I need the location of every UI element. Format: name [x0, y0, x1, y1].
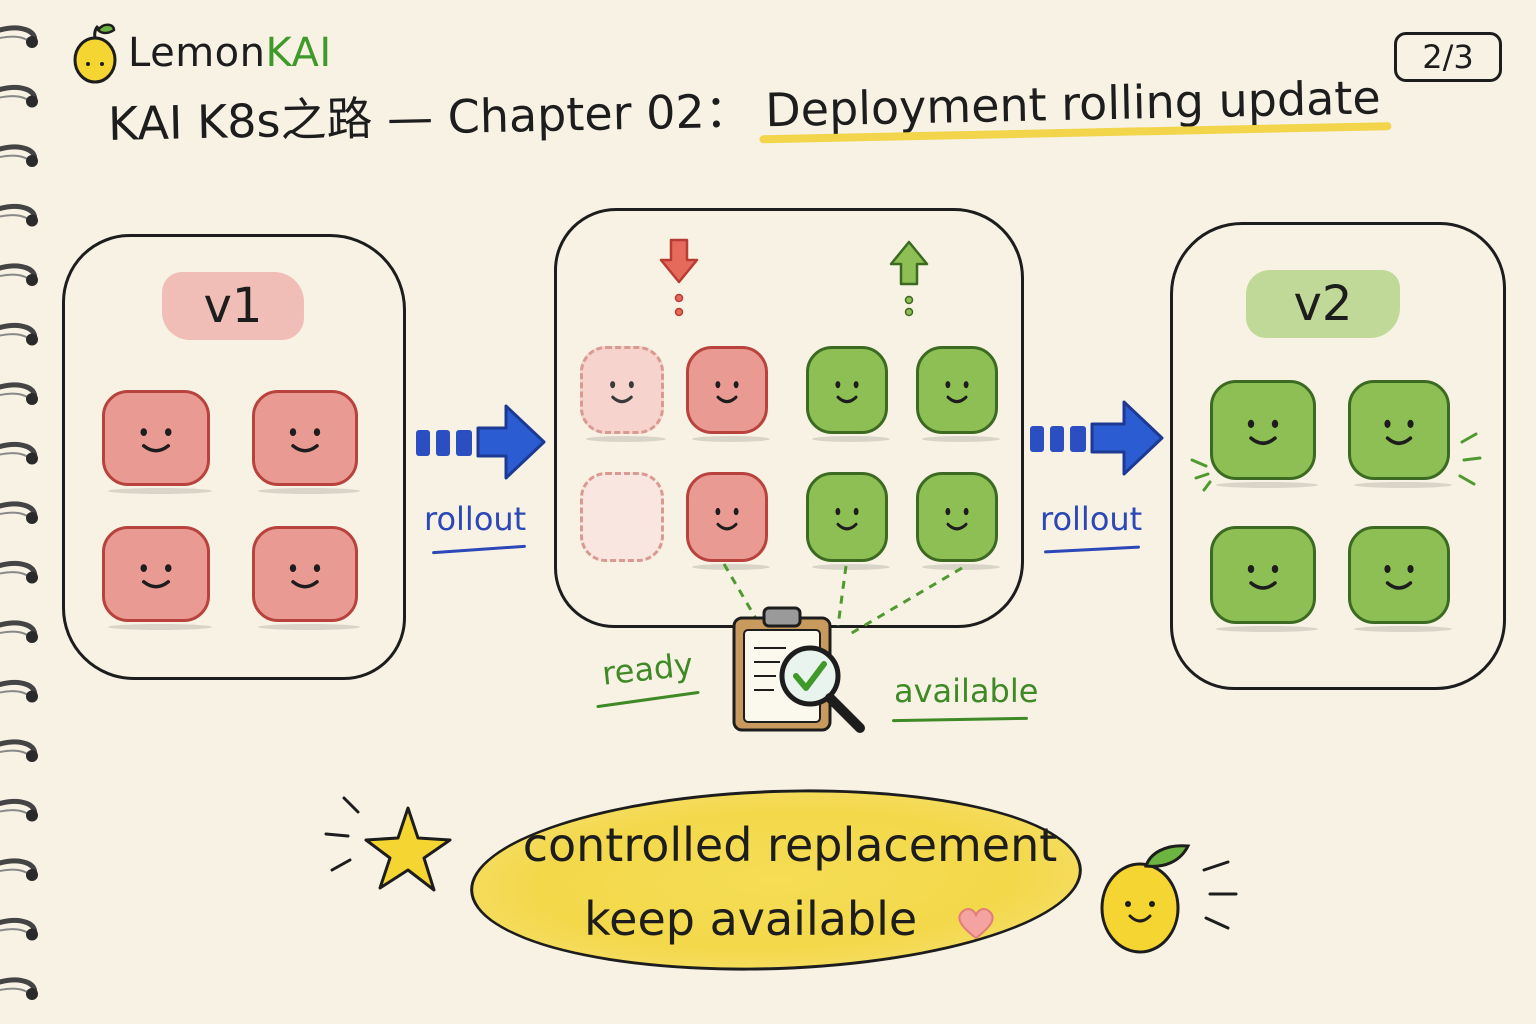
pod-shadow [812, 436, 890, 442]
spiral-ring [0, 382, 38, 405]
smiley-face-icon [1384, 565, 1414, 590]
spiral-ring [0, 977, 38, 1000]
up-arrow-icon [889, 240, 929, 317]
v2-pod [1210, 380, 1316, 480]
smiley-face-icon [1247, 419, 1279, 446]
notebook-spiral [0, 25, 38, 1000]
pod-shadow [258, 624, 360, 630]
smiley-face-icon [1384, 419, 1414, 446]
v1-pod [252, 526, 358, 622]
v2-pod [806, 346, 888, 434]
pod-shadow [258, 488, 360, 494]
pod-shadow [812, 564, 890, 570]
pod-shadow [108, 624, 212, 630]
summary-line-1: controlled replacement [522, 818, 1058, 872]
spiral-ring [0, 739, 38, 762]
smiley-face-icon [715, 507, 739, 531]
smiley-face-icon [945, 507, 969, 531]
smiley-face-icon [715, 381, 739, 404]
brand-name: LemonKAI [128, 30, 332, 76]
available-label: available [894, 672, 1039, 710]
spiral-ring [0, 858, 38, 881]
summary-line-2: keep available [470, 882, 1110, 956]
v2-pod [806, 472, 888, 562]
v1-pod [686, 346, 768, 434]
pod-shadow [108, 488, 212, 494]
v1-pod [686, 472, 768, 562]
pod-shadow [692, 436, 770, 442]
spiral-ring [0, 25, 38, 48]
smiley-face-icon [289, 428, 321, 453]
spiral-ring [0, 144, 38, 167]
summary-text: controlled replacement keep available [470, 808, 1110, 956]
panel-v2 [1170, 222, 1506, 690]
panel-v1 [62, 234, 406, 680]
removed-pod-slot [580, 472, 664, 562]
terminating-pod [580, 346, 664, 434]
clipboard-magnifier-icon [732, 606, 865, 733]
v1-pod [252, 390, 358, 486]
smiley-face-icon [835, 507, 859, 531]
lemon-icon [73, 23, 117, 84]
rollout-underline-left [432, 544, 526, 555]
pod-shadow [1216, 482, 1318, 488]
v2-pod [1348, 380, 1450, 480]
brand-name-part1: Lemon [128, 30, 266, 76]
spiral-ring [0, 441, 38, 465]
summary-line-2-text: keep available [584, 892, 918, 946]
brand-name-part2: KAI [265, 30, 332, 76]
v1-pod [102, 526, 210, 622]
title-prefix: KAI K8s之路 — Chapter 02： [107, 83, 752, 151]
pod-shadow [692, 564, 770, 570]
sparkle-marks [1190, 432, 1482, 492]
smiley-face-icon [140, 428, 172, 453]
title-highlight: Deployment rolling update [764, 70, 1382, 138]
smiley-face-icon [610, 381, 634, 404]
star-icon [324, 796, 452, 892]
spiral-ring [0, 263, 38, 286]
smiley-face-icon [289, 564, 321, 589]
heart-icon [958, 907, 994, 939]
version-label-v2: v2 [1246, 270, 1400, 338]
version-label-v1: v1 [162, 272, 304, 340]
spiral-ring [0, 322, 38, 346]
smiley-face-icon [835, 381, 859, 404]
pod-shadow [1216, 626, 1318, 632]
down-arrow-icon [659, 238, 699, 317]
spiral-ring [0, 798, 38, 822]
spiral-ring [0, 203, 38, 227]
spiral-ring [0, 917, 38, 941]
v2-pod [1348, 526, 1450, 624]
rollout-label-left: rollout [424, 500, 527, 538]
spiral-ring [0, 679, 38, 703]
smiley-face-icon [140, 564, 172, 589]
check-connector-lines [722, 563, 963, 636]
pod-shadow [1354, 626, 1452, 632]
lemon-mascot-icon [1100, 844, 1238, 954]
v2-pod [916, 472, 998, 562]
spiral-ring [0, 84, 38, 108]
pod-shadow [586, 436, 666, 442]
rollout-arrow-left [416, 404, 546, 480]
rollout-label-right: rollout [1040, 500, 1143, 538]
rollout-underline-right [1043, 545, 1141, 554]
ready-underline [596, 690, 700, 709]
smiley-face-icon [945, 381, 969, 404]
brand: LemonKAI [70, 20, 332, 86]
v2-pod [1210, 526, 1316, 624]
rollout-arrow-right [1030, 400, 1164, 476]
spiral-ring [0, 620, 38, 643]
v1-pod [102, 390, 210, 486]
smiley-face-icon [1247, 565, 1279, 590]
page-indicator: 2/3 [1394, 32, 1502, 82]
ready-label: ready [600, 645, 695, 693]
pod-shadow [1354, 482, 1452, 488]
spiral-ring [0, 560, 38, 584]
pod-shadow [922, 436, 1000, 442]
available-underline [891, 716, 1029, 723]
v2-pod [916, 346, 998, 434]
spiral-ring [0, 501, 38, 524]
